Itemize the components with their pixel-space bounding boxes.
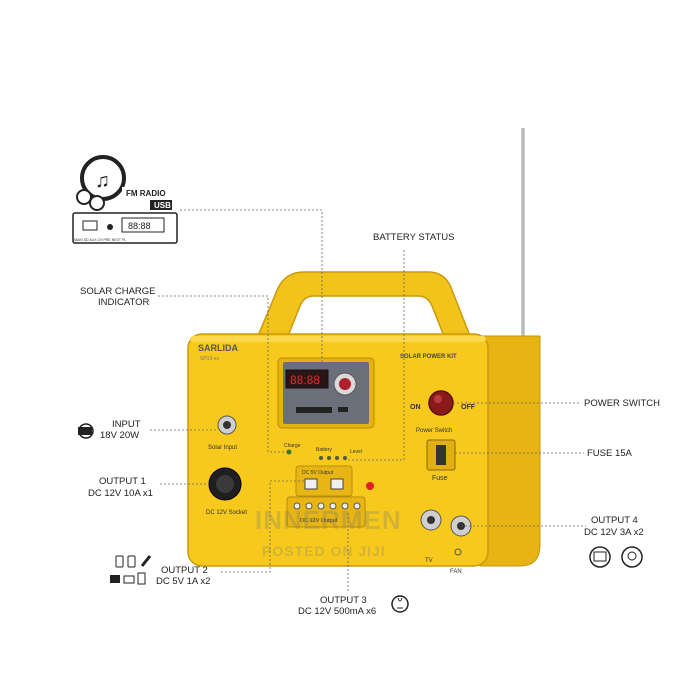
body-side <box>479 335 541 567</box>
body-front <box>187 333 489 567</box>
svg-text:Solar Input: Solar Input <box>208 445 237 451</box>
svg-text:FM RADIO: FM RADIO <box>126 189 166 198</box>
svg-text:DC 5V Output: DC 5V Output <box>302 470 334 476</box>
svg-text:Power Switch: Power Switch <box>416 428 452 434</box>
play-icon <box>89 195 105 211</box>
fuse-label: FUSE 15A <box>587 448 632 459</box>
svg-text:Fuse: Fuse <box>432 475 448 482</box>
output2-label-line1: OUTPUT 2 <box>161 565 208 576</box>
input-label-line2: 18V 20W <box>100 430 140 441</box>
model-text: SP10-xx <box>200 356 219 362</box>
sd-slot <box>296 407 332 413</box>
svg-text:FAN: FAN <box>450 569 462 575</box>
radio-usb-port <box>338 407 348 412</box>
output4-label-line2: DC 12V 3A x2 <box>584 527 644 538</box>
fan-icon <box>621 546 643 568</box>
usb-port-2 <box>330 478 344 490</box>
battery-status-label: BATTERY STATUS <box>373 232 455 243</box>
power-switch-label: POWER SWITCH <box>584 398 660 409</box>
carry-handle <box>256 271 472 337</box>
charge-led <box>286 449 292 455</box>
red-led <box>366 482 374 490</box>
solar-panel-icon <box>78 423 94 439</box>
svg-text:♫: ♫ <box>95 170 110 192</box>
output1-label-line2: DC 12V 10A x1 <box>88 488 153 499</box>
svg-text:Level: Level <box>350 449 362 455</box>
light-bulb-icon <box>391 595 409 613</box>
svg-text:DC 12V Output: DC 12V Output <box>300 518 338 524</box>
svg-text:TV: TV <box>425 558 433 564</box>
solar-charge-label-line2: INDICATOR <box>98 297 150 308</box>
output3-label-line2: DC 12V 500mA x6 <box>298 606 377 617</box>
usb-badge <box>150 200 172 210</box>
fm-radio-badge <box>122 187 172 197</box>
output4-label-line1: OUTPUT 4 <box>591 515 638 526</box>
radio-display-digits: 88:88 <box>290 373 320 387</box>
watermark-line2: POSTED ON JIJI <box>262 543 386 559</box>
watermark-line1: INNERMEN <box>255 505 402 535</box>
svg-text:Battery: Battery <box>316 447 332 453</box>
solar-charge-label-line1: SOLAR CHARGE <box>80 286 156 297</box>
kit-title: SOLAR POWER KIT <box>400 354 457 360</box>
power-switch-button <box>428 390 454 416</box>
phone-devices-icon <box>110 555 152 585</box>
svg-text:DC 12V Socket: DC 12V Socket <box>206 510 247 516</box>
usb-icon <box>76 189 92 205</box>
svg-text:Charge: Charge <box>284 443 301 449</box>
output1-label-line1: OUTPUT 1 <box>99 476 146 487</box>
svg-text:OFF: OFF <box>461 404 476 411</box>
input-label-line1: INPUT <box>112 419 141 430</box>
svg-text:88:88: 88:88 <box>128 221 151 231</box>
usb-port-1 <box>304 478 318 490</box>
tv-icon <box>589 546 611 568</box>
svg-text:MAIN SD AUX CH PRE NEXT: MAIN SD AUX CH PRE NEXT PL <box>74 238 126 242</box>
svg-text:USB: USB <box>154 201 171 210</box>
radio-display <box>285 369 329 389</box>
output2-label-line2: DC 5V 1A x2 <box>156 576 211 587</box>
svg-text:ON: ON <box>410 404 421 411</box>
output3-label-line1: OUTPUT 3 <box>320 595 367 606</box>
brand-text: SARLIDA <box>198 343 238 353</box>
